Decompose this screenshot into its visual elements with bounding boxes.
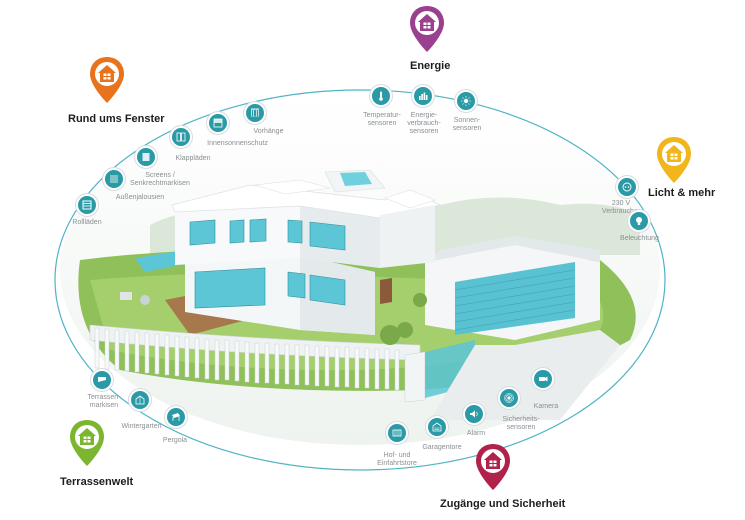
feature-innensonnenschutz[interactable]: [207, 112, 229, 134]
feature-label-kamera: Kamera: [533, 403, 559, 410]
awning-icon: [98, 377, 106, 382]
motion-sensor-icon: [504, 393, 514, 403]
feature-ring: [54, 89, 666, 471]
category-pin-rund-ums-fenster[interactable]: [88, 55, 126, 105]
interior-sunshade-icon: [213, 118, 223, 128]
feature-terrassenmarkisen[interactable]: [91, 369, 113, 391]
feature-label-terrassenmarkisen: Terrassen- markisen: [87, 394, 121, 409]
roller-shutter-icon: [82, 200, 92, 210]
feature-label-sonnensensoren: Sonnen- sensoren: [452, 117, 482, 132]
exterior-blinds-icon: [110, 175, 118, 183]
category-title-energie: Energie: [410, 60, 451, 72]
feature-vorhaenge[interactable]: [244, 102, 266, 124]
feature-hoftore[interactable]: [386, 422, 408, 444]
feature-label-vorhaenge: Vorhänge: [253, 128, 284, 135]
feature-label-temperatursensoren: Temperatur- sensoren: [363, 112, 401, 127]
curtain-icon: [251, 108, 259, 118]
feature-label-rollladen: Rollläden: [72, 219, 102, 226]
category-title-terrasse: Terrassenwelt: [60, 476, 134, 488]
feature-sicherheitssensoren[interactable]: [498, 387, 520, 409]
feature-label-energieverbrauch: Energie- verbrauch- sensoren: [407, 112, 441, 135]
feature-label-beleuchtung: Beleuchtung: [620, 235, 659, 242]
feature-label-screens: Screens / Senkrechtmarkisen: [130, 172, 190, 187]
feature-beleuchtung[interactable]: [628, 210, 650, 232]
feature-label-wintergarten: Wintergarten: [121, 423, 162, 430]
sun-icon: [461, 96, 471, 106]
category-pin-licht[interactable]: [655, 135, 693, 185]
feature-label-innensonnenschutz: Innensonnenschutz: [207, 140, 268, 147]
feature-label-230v: 230 V Verbraucher: [601, 200, 641, 215]
feature-sonnensensoren[interactable]: [455, 90, 477, 112]
category-pin-energie[interactable]: [408, 4, 446, 54]
camera-icon: [539, 376, 548, 382]
pergola-icon: [172, 413, 180, 421]
home-pin-icon: [90, 57, 124, 103]
thermometer-icon: [379, 91, 383, 101]
feature-label-hoftore: Hof- und Einfahrtstore: [377, 452, 417, 467]
home-pin-icon: [657, 137, 691, 183]
home-pin-icon: [70, 420, 104, 466]
category-title-zugaenge: Zugänge und Sicherheit: [440, 498, 566, 510]
feature-wintergarten[interactable]: [129, 389, 151, 411]
gate-icon: [392, 429, 402, 437]
home-pin-icon: [410, 6, 444, 52]
category-pin-zugaenge[interactable]: [474, 442, 512, 492]
home-pin-icon: [476, 444, 510, 490]
category-pin-terrassenwelt[interactable]: [68, 418, 106, 468]
feature-klappladen[interactable]: [170, 126, 192, 148]
siren-icon: [470, 410, 478, 418]
energy-bars-icon: [419, 92, 428, 100]
feature-temperatursensoren[interactable]: [370, 85, 392, 107]
folding-shutter-icon: [176, 132, 186, 142]
category-title-rund: Rund ums Fenster: [68, 113, 165, 125]
feature-label-garagentore: Garagentore: [422, 444, 462, 451]
category-title-licht: Licht & mehr: [648, 187, 716, 199]
feature-label-pergola: Pergola: [162, 437, 188, 444]
feature-garagentore[interactable]: [426, 416, 448, 438]
feature-screens[interactable]: [135, 146, 157, 168]
feature-alarm[interactable]: [463, 403, 485, 425]
socket-icon: [622, 182, 632, 192]
feature-energieverbrauch[interactable]: [412, 85, 434, 107]
feature-230v-verbraucher[interactable]: [616, 176, 638, 198]
lightbulb-icon: [636, 217, 642, 225]
feature-kamera[interactable]: [532, 368, 554, 390]
feature-aussenjalousien[interactable]: [103, 168, 125, 190]
wintergarden-icon: [135, 395, 145, 405]
screen-icon: [142, 153, 150, 161]
feature-label-klappladen: Klappläden: [175, 155, 211, 162]
feature-label-sicherheitssensoren: Sicherheits- sensoren: [502, 416, 540, 431]
feature-label-aussenjalousien: Außenjalousien: [115, 194, 165, 201]
feature-pergola[interactable]: [165, 406, 187, 428]
feature-label-alarm: Alarm: [466, 430, 486, 437]
garage-door-icon: [432, 422, 442, 432]
feature-rollladen[interactable]: [76, 194, 98, 216]
